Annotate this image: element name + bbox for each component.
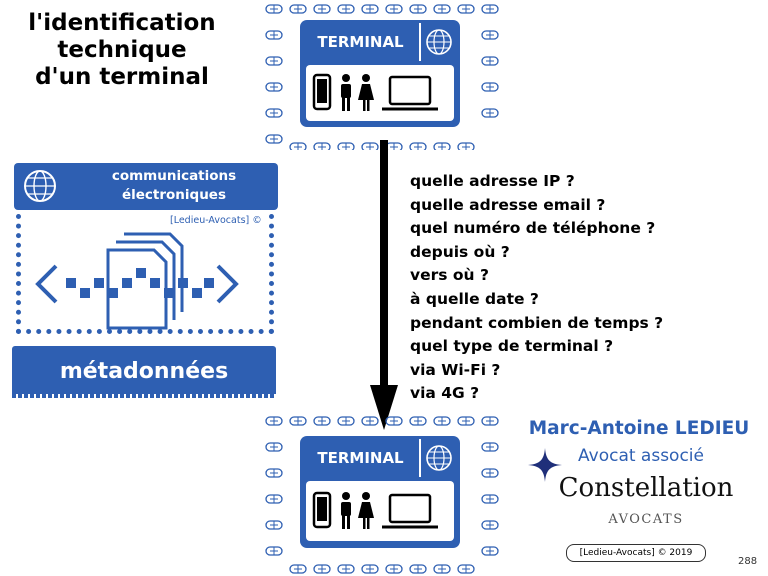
woman-icon: [358, 74, 374, 111]
page-number: 288: [738, 556, 758, 567]
laptop-icon: [382, 75, 438, 111]
terminal-frame: TERMINAL: [300, 20, 460, 127]
device-panel: [306, 481, 454, 541]
document-stack-icon: [106, 232, 184, 330]
communications-header: communications électroniques: [14, 163, 278, 210]
question-item: quelle adresse IP ?: [410, 172, 575, 190]
globe-icon: [20, 166, 60, 206]
laptop-icon: [382, 493, 438, 529]
slide-title: l'identification technique d'un terminal: [12, 10, 232, 91]
smartphone-icon: [312, 491, 332, 529]
globe-icon: [419, 439, 457, 477]
author-name: Marc-Antoine LEDIEU: [528, 418, 750, 439]
question-item: à quelle date ?: [410, 289, 539, 308]
question-item: depuis où ?: [410, 242, 510, 261]
author-role: Avocat associé: [578, 446, 704, 466]
arrow-down-icon: [370, 140, 398, 430]
title-line-2: technique: [57, 37, 187, 63]
question-item: pendant combien de temps ?: [410, 313, 664, 332]
terminal-label: TERMINAL: [317, 449, 404, 467]
terminal-top: TERMINAL: [265, 0, 499, 150]
communications-title: communications électroniques: [84, 167, 264, 205]
question-item: vers où ?: [410, 266, 489, 285]
communications-title-line-2: électroniques: [121, 187, 227, 203]
terminal-label: TERMINAL: [317, 33, 404, 51]
question-item: quel type de terminal ?: [410, 337, 614, 356]
question-item: quel numéro de téléphone ?: [410, 219, 656, 238]
title-line-3: d'un terminal: [35, 64, 209, 90]
globe-icon: [419, 23, 457, 61]
question-item: via Wi-Fi ?: [410, 360, 501, 379]
terminal-frame: TERMINAL: [300, 436, 460, 548]
communications-body: [16, 214, 274, 334]
copyright-badge: [Ledieu-Avocats] © 2019: [566, 544, 706, 562]
metadata-label: métadonnées: [12, 346, 276, 398]
firm-subtitle: AVOCATS: [608, 512, 684, 527]
woman-icon: [358, 492, 374, 529]
firm-name: Constellation: [558, 473, 734, 503]
credit-label: [Ledieu-Avocats] ©: [170, 215, 262, 226]
smartphone-icon: [312, 73, 332, 111]
communications-title-line-1: communications: [111, 168, 237, 184]
data-blocks: [66, 268, 214, 298]
man-icon: [341, 492, 351, 529]
metadata-illustration: [35, 232, 239, 330]
terminal-bottom: TERMINAL: [265, 412, 499, 574]
star-icon: [528, 448, 562, 482]
device-panel: [306, 65, 454, 121]
code-brackets-icon: [35, 264, 239, 304]
question-item: quelle adresse email ?: [410, 195, 606, 214]
metadata-bar-edge: [12, 394, 276, 398]
question-item: via 4G ?: [410, 384, 480, 403]
man-icon: [341, 74, 351, 111]
question-list: quelle adresse IP ? quelle adresse email…: [410, 170, 740, 406]
title-line-1: l'identification: [28, 10, 216, 36]
